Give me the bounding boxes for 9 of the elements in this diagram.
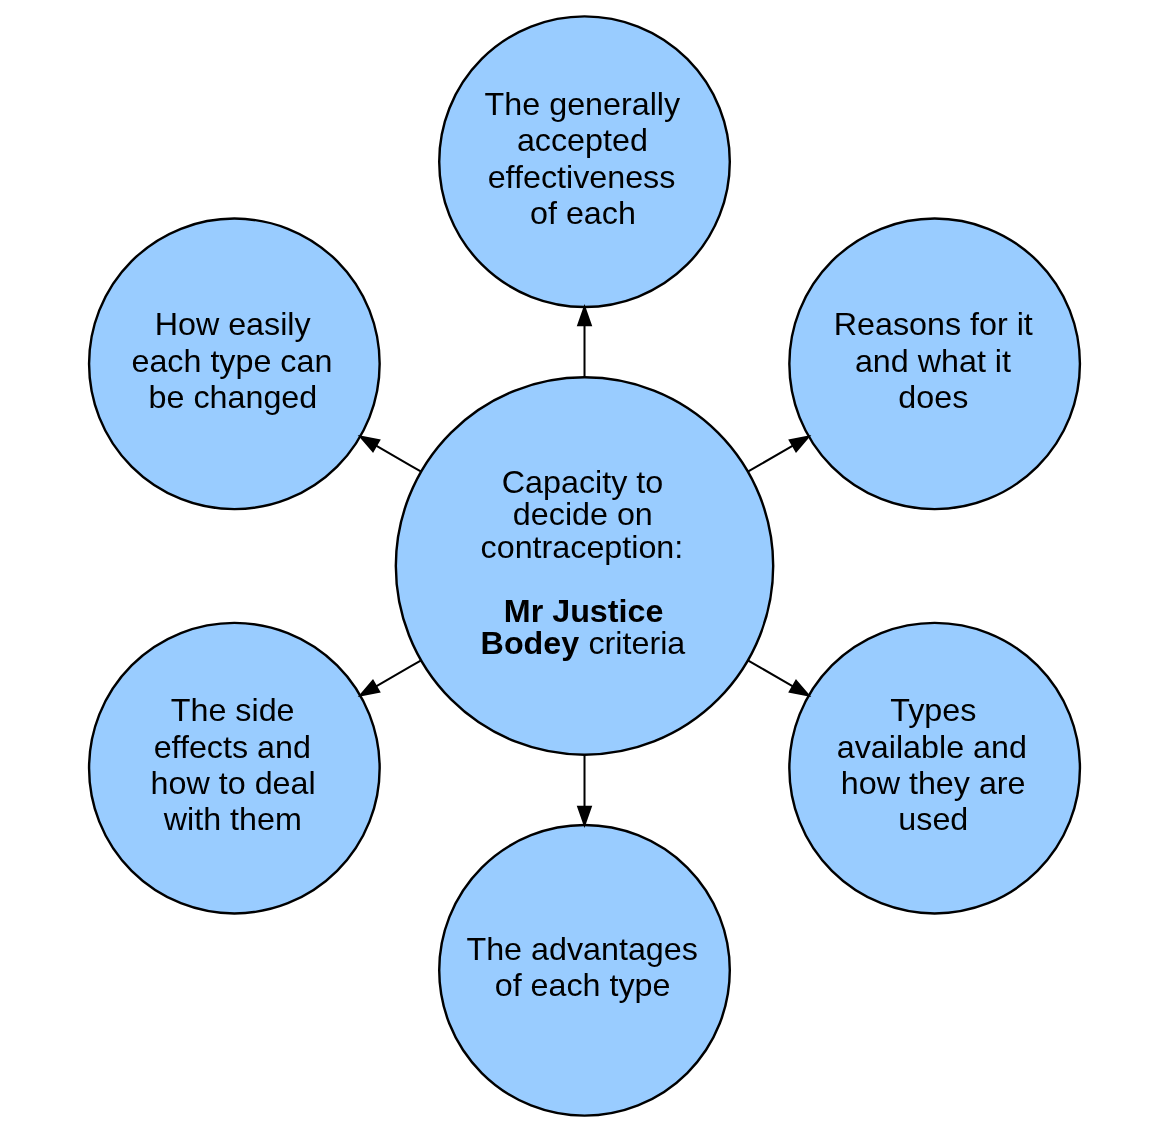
arrow [357,435,422,473]
arrow [576,304,593,377]
arrow [747,659,812,697]
arrow [357,659,422,697]
node-circle: Capacity to decide on contraception: Mr Justice Bodey criteria [394,376,775,756]
node-circle: The generally accepted effectiveness of each [438,15,731,309]
node-circle: The advantages of each type [438,823,731,1117]
arrow [747,435,812,473]
arrow [576,755,593,828]
